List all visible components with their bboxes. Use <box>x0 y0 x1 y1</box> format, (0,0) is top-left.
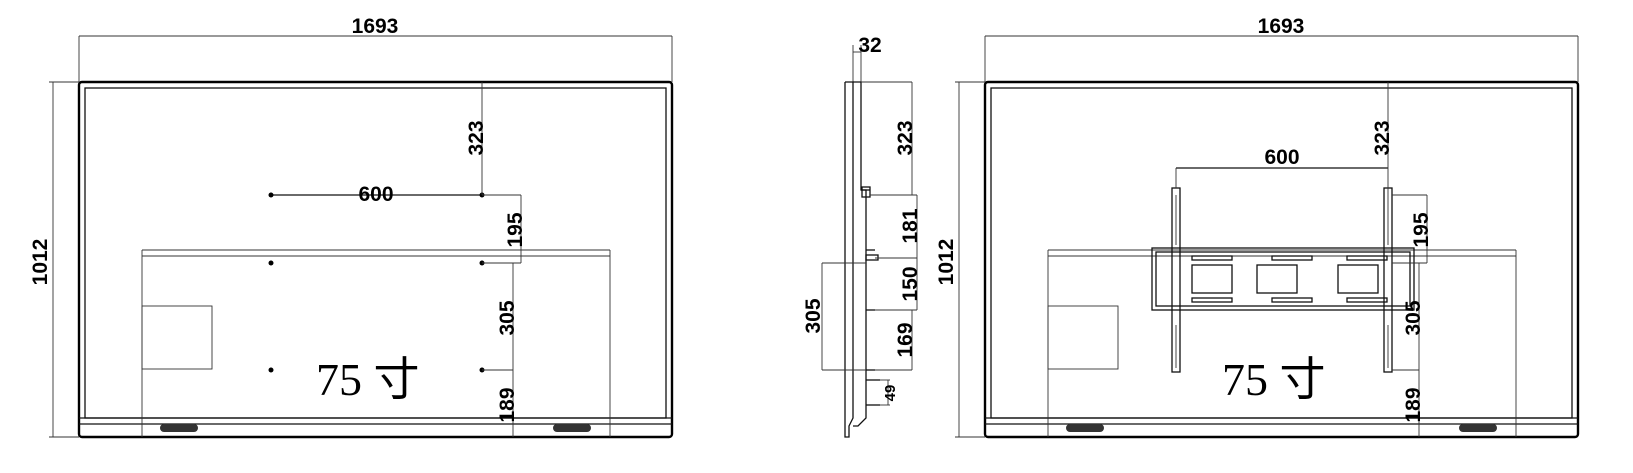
width-dimension-left: 1693 <box>352 15 399 38</box>
dim-323-left: 323 <box>465 120 488 155</box>
model-label-left: 75 寸 <box>316 354 420 405</box>
model-label-right: 75 寸 <box>1222 354 1326 405</box>
bracket-arm-left <box>1171 187 1181 373</box>
vesa-600-right: 600 <box>1264 146 1299 169</box>
dim-169-side: 169 <box>894 322 917 357</box>
dim-323-side: 323 <box>894 120 917 155</box>
side-view-center: 32 323 181 150 169 49 305 <box>802 34 922 438</box>
height-dimension-right: 1012 <box>935 239 958 286</box>
dim-195-right: 195 <box>1410 212 1433 247</box>
dim-small-side: 49 <box>882 385 899 402</box>
bracket-arm-right <box>1383 187 1393 373</box>
dim-323-right: 323 <box>1371 120 1394 155</box>
dim-189-right: 189 <box>1402 387 1425 422</box>
depth-dimension: 32 <box>858 34 881 57</box>
wall-bracket <box>1151 247 1415 311</box>
speaker-right-2 <box>1459 424 1497 432</box>
back-view-right: 1693 1012 <box>935 15 1580 439</box>
dim-305-left: 305 <box>496 300 519 335</box>
dim-195-left: 195 <box>504 212 527 247</box>
dim-305-side: 305 <box>802 298 825 333</box>
dim-305-right: 305 <box>1402 300 1425 335</box>
dim-189-left: 189 <box>496 387 519 422</box>
back-view-left: 1693 1012 600 <box>29 15 674 439</box>
speaker-right-1 <box>1066 424 1104 432</box>
height-dimension-left: 1012 <box>29 239 52 286</box>
speaker-left-2 <box>553 424 591 432</box>
vesa-600-left: 600 <box>358 183 393 206</box>
dim-150-side: 150 <box>899 266 922 301</box>
dim-181-side: 181 <box>899 208 922 243</box>
speaker-left-1 <box>160 424 198 432</box>
width-dimension-right: 1693 <box>1258 15 1305 38</box>
